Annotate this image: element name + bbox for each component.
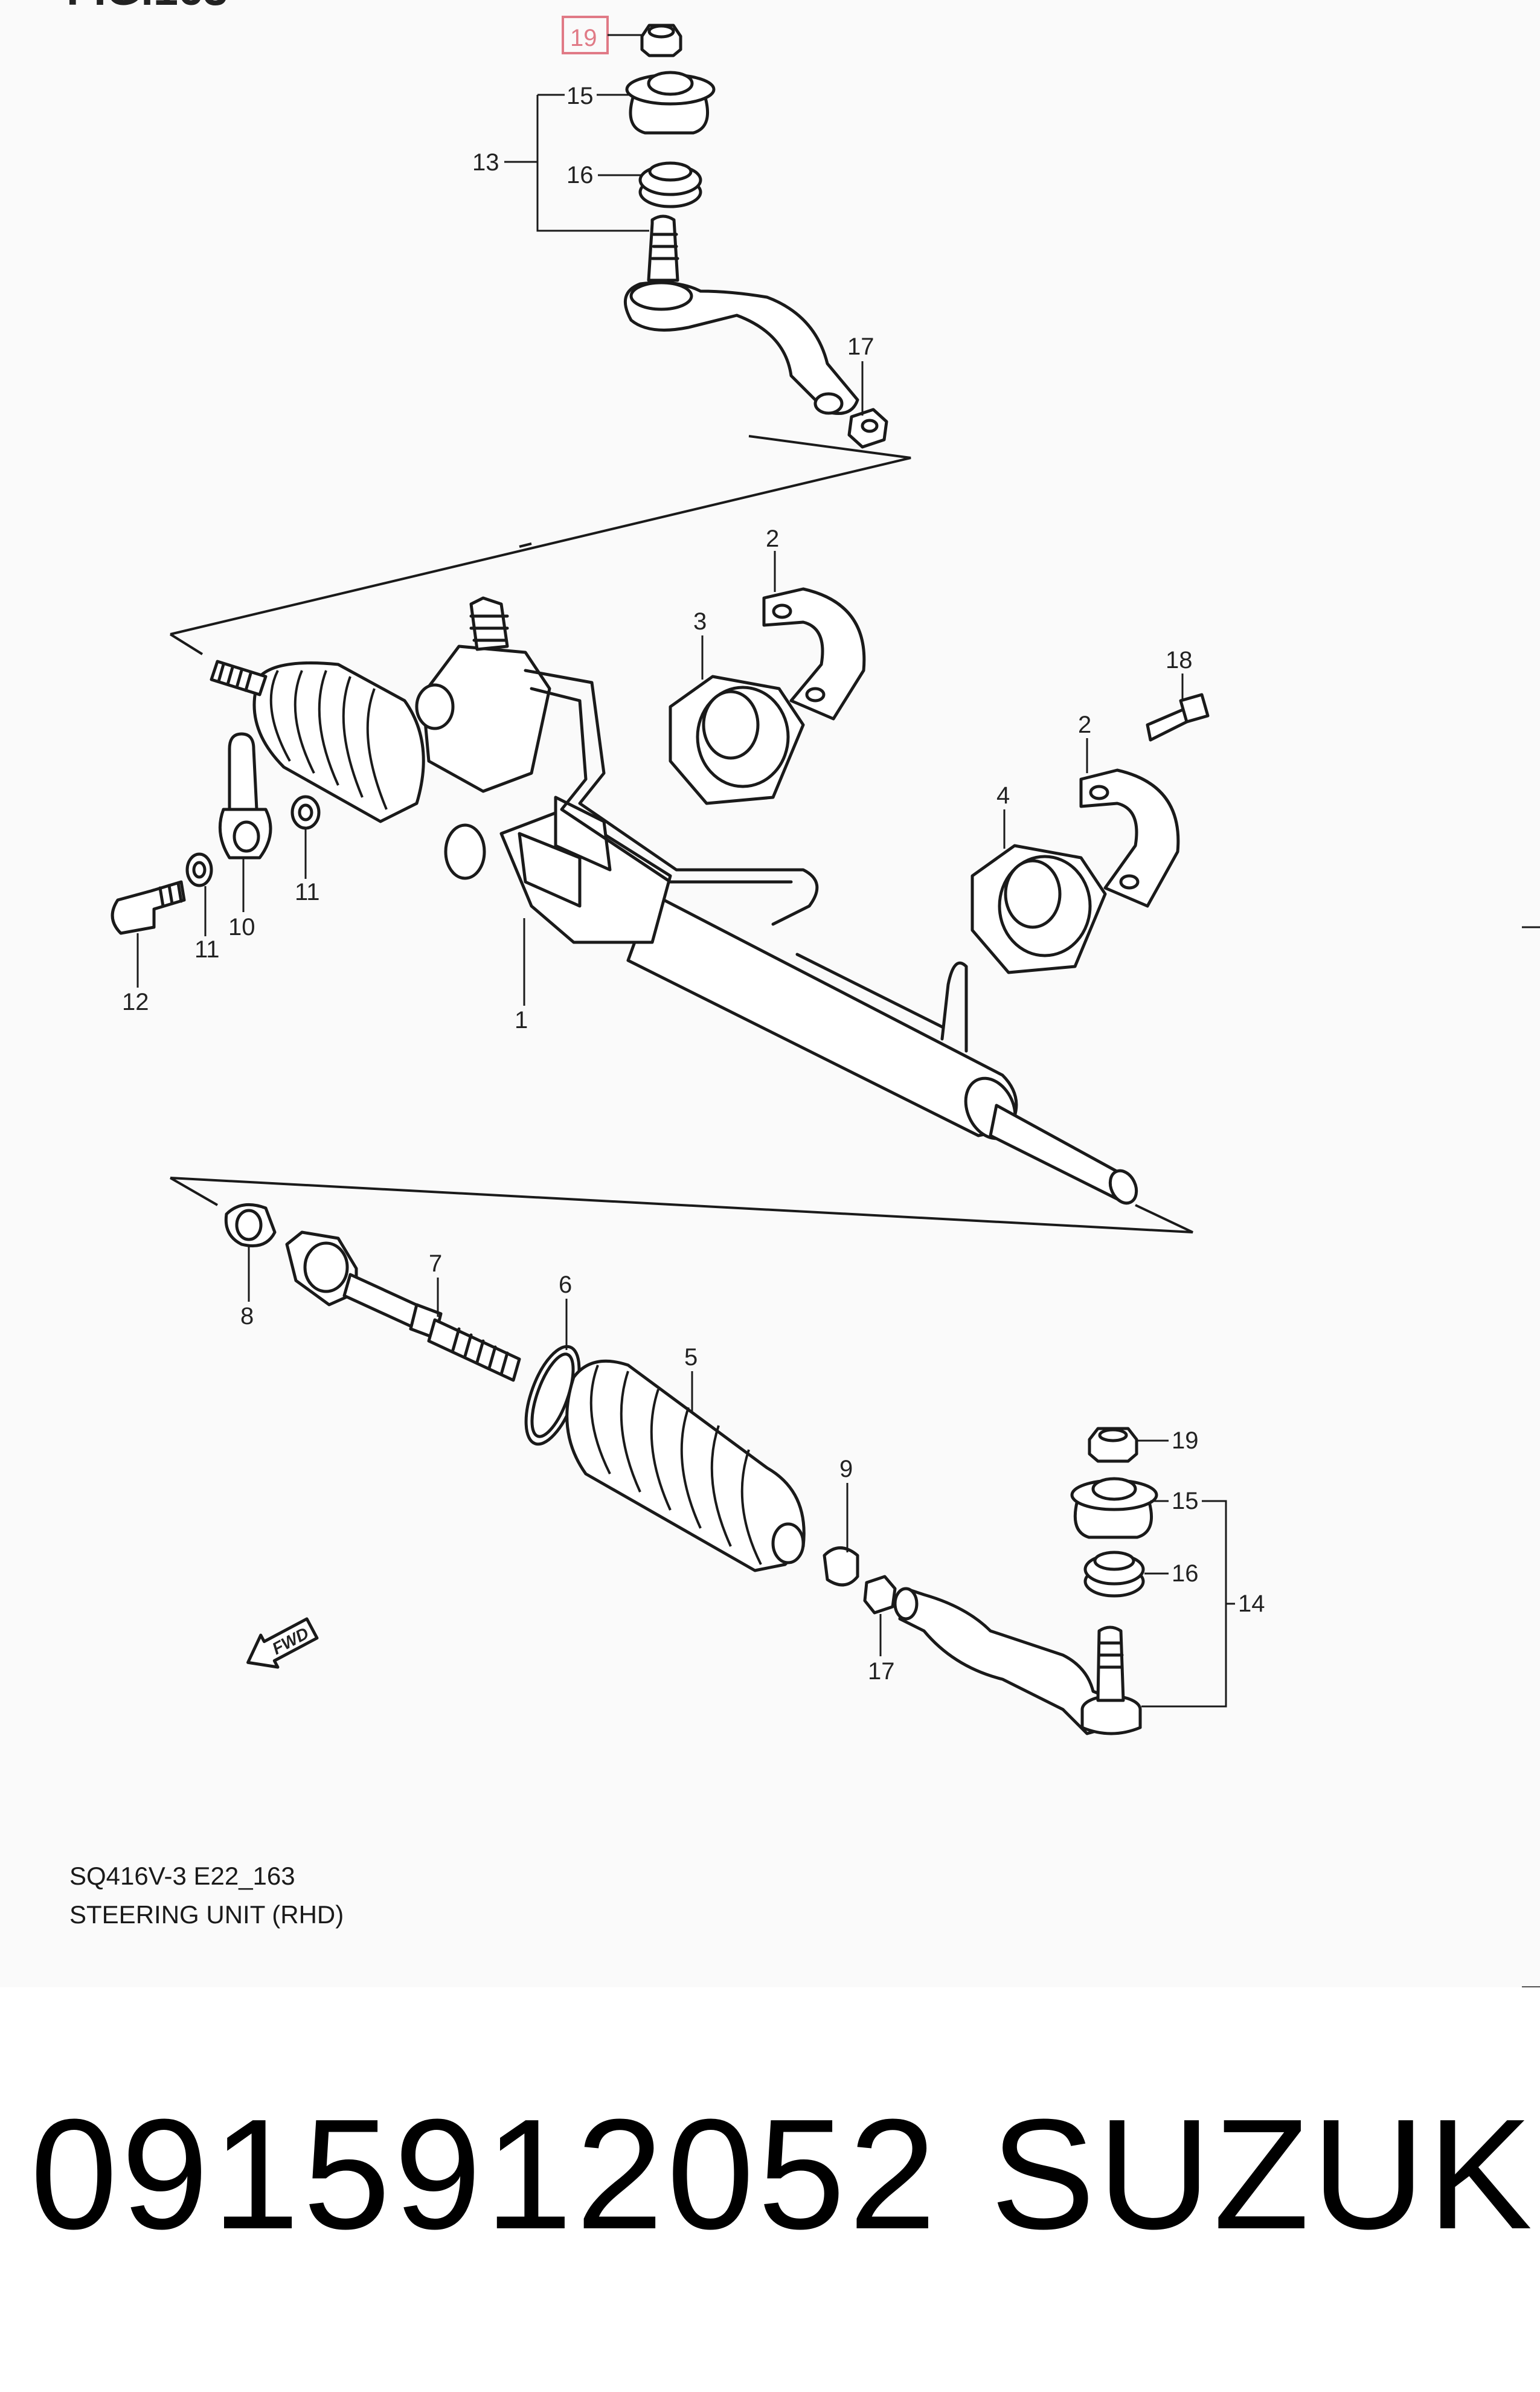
callout-13: 13 (472, 149, 499, 176)
callout-6: 6 (559, 1272, 572, 1298)
callout-12: 12 (122, 989, 149, 1015)
tie-rod-socket-top (629, 281, 693, 311)
valve-body (421, 645, 551, 793)
callout-2-upper: 2 (766, 526, 779, 552)
ring-16-top-hole (648, 161, 693, 182)
hydraulic-line-a (524, 669, 819, 926)
diagram-panel: FIG.163 19 15 (66, 0, 1540, 1987)
diagram-title: STEERING UNIT (RHD) (69, 1900, 344, 1929)
boot-5 (565, 1359, 806, 1572)
clamp-2-upper (762, 587, 866, 721)
figure-header: FIG.163 (66, 0, 228, 14)
callout-9: 9 (839, 1456, 853, 1482)
tie-rod-arm-top (623, 281, 859, 415)
frame-lower (170, 1177, 1193, 1233)
callout-2-lower: 2 (1078, 712, 1091, 738)
housing-port (444, 823, 486, 880)
brand-name: SUZUKI (990, 2087, 1540, 2262)
ball-stud-top (647, 214, 679, 282)
hydraulic-line-b (530, 687, 793, 884)
fwd-arrow: FWD (246, 1617, 319, 1669)
callout-16-top: 16 (566, 162, 594, 188)
steering-unit-diagram: FIG.163 19 15 (66, 0, 1540, 1987)
rack-clamp-upper (762, 587, 866, 721)
tie-rod-end-upper (623, 24, 888, 449)
callout-15-bottom: 15 (1172, 1488, 1199, 1514)
bolt-18 (1146, 693, 1210, 742)
ball-stud-bottom (1096, 1625, 1125, 1702)
bushing-4 (971, 844, 1107, 974)
rack-clamp-lower (1079, 768, 1180, 908)
rack-shaft-end (989, 1104, 1131, 1204)
tie-rod-end-lower (893, 1427, 1158, 1735)
union-bolt-12 (111, 880, 186, 935)
callout-5: 5 (684, 1344, 698, 1371)
clamp-2-lower (1079, 768, 1180, 908)
bolt-18-head (1179, 693, 1210, 724)
callout-3: 3 (693, 608, 707, 635)
steering-gear-housing (210, 596, 1138, 1205)
vent-tube (940, 961, 968, 1053)
callout-17-bottom: 17 (868, 1658, 895, 1685)
callout-4: 4 (996, 782, 1010, 809)
diagram-code: SQ416V-3 E22_163 (69, 1862, 295, 1890)
rack-tube (626, 892, 1018, 1137)
callout-14: 14 (1238, 1590, 1265, 1617)
boot-clamp-9 (823, 1546, 859, 1587)
callout-19-top: 19 (570, 25, 597, 51)
union-fitting-10-pipe (228, 732, 258, 811)
callout-1: 1 (515, 1007, 528, 1034)
callout-16-bottom: 16 (1172, 1560, 1199, 1587)
callout-10: 10 (228, 914, 255, 940)
tie-rod-7-shaft (342, 1273, 425, 1331)
union-bolt-group (111, 732, 321, 935)
callout-8: 8 (240, 1303, 254, 1329)
nut-19-top-hole (647, 24, 675, 39)
tie-rod-arm-bottom (898, 1587, 1131, 1735)
bushing-3 (669, 675, 805, 805)
callout-19-bottom: 19 (1172, 1427, 1199, 1454)
callout-11-left: 11 (194, 936, 220, 963)
callout-18: 18 (1166, 647, 1193, 674)
boot-left (252, 661, 425, 823)
fwd-arrow-icon (246, 1617, 319, 1669)
tie-rod-thread-top (813, 392, 844, 415)
frame-upper-right (170, 435, 911, 635)
callout-15-top: 15 (566, 83, 594, 109)
dust-boot-15-top-hole (647, 71, 694, 96)
callout-17-top: 17 (847, 333, 874, 360)
inner-tie-rod-assembly (224, 1203, 897, 1615)
part-number: 0915912052 (30, 2087, 940, 2262)
callout-7: 7 (429, 1250, 442, 1277)
callout-11-right: 11 (295, 879, 320, 905)
nut-17-bottom (863, 1575, 897, 1615)
part-number-banner (0, 1993, 1540, 2392)
